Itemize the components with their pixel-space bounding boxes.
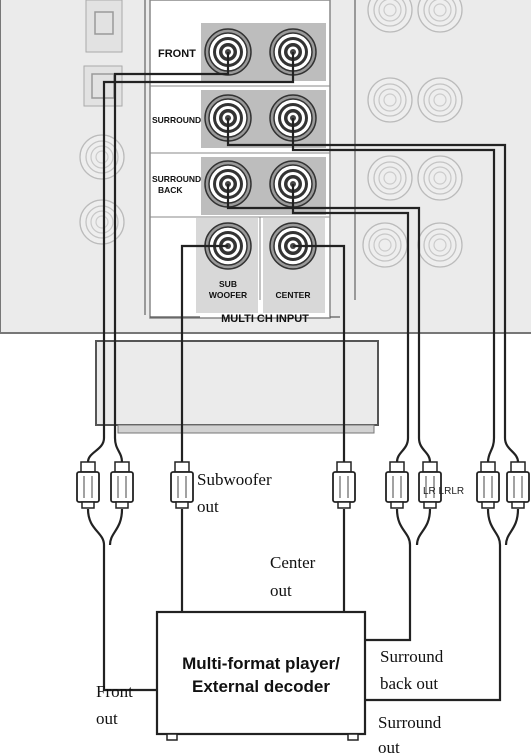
center-cable (293, 244, 346, 465)
front-out-label-line2: out (96, 709, 118, 728)
surround-right-cable (291, 118, 496, 438)
center-jack-label: CENTER (276, 290, 311, 300)
front-jack-label: FRONT (158, 48, 196, 60)
center-out-label-line2: out (270, 581, 292, 600)
surround-out-label-line1: Surround (378, 713, 442, 732)
multi-ch-input-block: FRONT SURROUND SURROUND BACK SUB WOOFER … (149, 0, 340, 325)
device-label-line1: Multi-format player/ (182, 654, 340, 673)
cables (102, 52, 507, 465)
surround-back-right-plug (418, 461, 442, 509)
center-plug (332, 461, 356, 509)
front-out-label-line1: Front (96, 682, 133, 701)
surround-out-label-line2: out (378, 738, 400, 756)
front-right-plug (110, 461, 134, 509)
panel-jack-right (367, 77, 413, 123)
surround-back-out-label-line1: Surround (380, 647, 444, 666)
surround-left-plug (476, 461, 500, 509)
multi-ch-input-label: MULTI CH INPUT (221, 313, 309, 325)
center-out-label-line1: Center (270, 553, 316, 572)
panel-jack-right (362, 222, 408, 268)
front-right-cable (102, 52, 295, 438)
panel-jack-right (417, 77, 463, 123)
surround-back-right-cable (291, 184, 410, 438)
multi-format-player-device: Multi-format player/ External decoder (155, 610, 367, 741)
surround-back-left-cable (226, 184, 421, 438)
front-left-cable (113, 52, 230, 438)
panel-jack-right (367, 155, 413, 201)
subwoofer-jack-label-line2: WOOFER (209, 290, 247, 300)
subwoofer-cable (180, 244, 228, 465)
device-label-line2: External decoder (192, 677, 330, 696)
subwoofer-out-label-line1: Subwoofer (197, 470, 272, 489)
surround-back-out-label-line2: back out (380, 674, 438, 693)
panel-jack-right (417, 155, 463, 201)
plug-lr-text: LR LRLR (423, 486, 464, 497)
front-left-plug (76, 461, 100, 509)
subwoofer-plug (170, 461, 194, 509)
surround-back-left-plug (385, 461, 409, 509)
panel-jack-right (417, 222, 463, 268)
panel-jack-left-1 (79, 134, 125, 180)
surround-right-plug (506, 461, 530, 509)
subwoofer-jack-label-line1: SUB (219, 279, 237, 289)
chassis-foot (95, 340, 379, 434)
surround-left-cable (226, 118, 507, 438)
surround-back-jack-label-line2: BACK (158, 185, 183, 195)
cable-splits-top (86, 437, 520, 463)
panel-jack-left-2 (79, 199, 125, 245)
rca-plugs (76, 461, 530, 509)
subwoofer-out-label-line2: out (197, 497, 219, 516)
surround-jack-label: SURROUND (152, 115, 201, 125)
surround-back-jack-label-line1: SURROUND (152, 174, 201, 184)
